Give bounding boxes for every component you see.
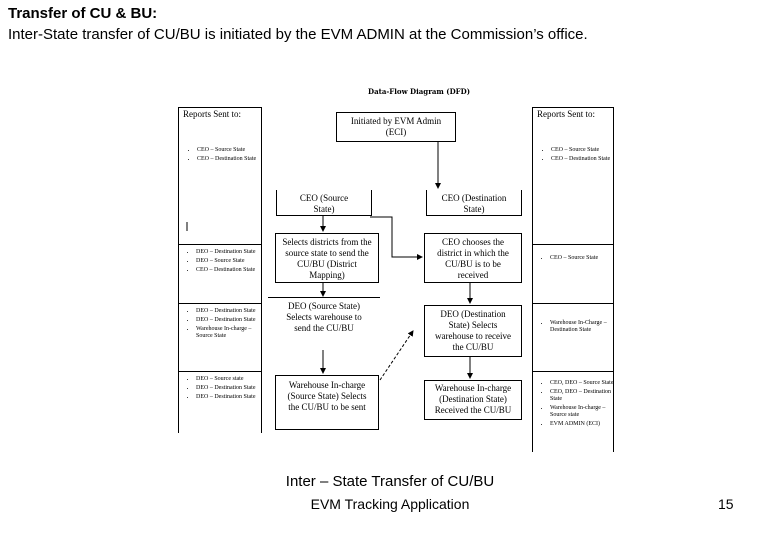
diagram-title: Data-Flow Diagram (DFD) <box>368 87 471 96</box>
left-reports-column: Reports Sent to: CEO – Source State CEO … <box>178 107 262 433</box>
node-deo-destination: DEO (Destination State) Selects warehous… <box>424 305 522 357</box>
left-report-group-4: DEO – Source state DEO – Destination Sta… <box>178 371 262 403</box>
report-item: CEO – Source State <box>197 147 261 154</box>
report-item: CEO – Source State <box>551 147 613 154</box>
node-ceo-source: CEO (Source State) <box>276 190 372 216</box>
report-item: DEO – Destination State <box>196 385 262 392</box>
slide-subtitle: Inter-State transfer of CU/BU is initiat… <box>8 26 588 43</box>
left-report-group-3: DEO – Destination State DEO – Destinatio… <box>178 303 262 342</box>
node-ceo-chooses-district: CEO chooses the district in which the CU… <box>424 233 522 283</box>
node-ceo-destination: CEO (Destination State) <box>426 190 522 216</box>
report-item: CEO – Destination State <box>196 267 262 274</box>
report-item: DEO – Source state <box>196 376 262 383</box>
right-report-group-4: CEO, DEO – Source State CEO, DEO – Desti… <box>532 371 614 430</box>
node-initiated-by-admin: Initiated by EVM Admin (ECI) <box>336 112 456 142</box>
report-item: Warehouse In-charge – Source state <box>550 405 614 419</box>
report-item: DEO – Destination State <box>196 308 262 315</box>
arrow-districts-to-ceo-chooses <box>370 216 423 260</box>
node-deo-source: DEO (Source State) Selects warehouse to … <box>268 297 380 349</box>
report-item: CEO, DEO – Destination State <box>550 389 614 403</box>
report-item: DEO – Destination State <box>196 249 262 256</box>
right-report-group-1: CEO – Source State CEO – Destination Sta… <box>533 147 613 163</box>
right-reports-heading: Reports Sent to: <box>537 109 595 119</box>
report-item: CEO – Source State <box>550 255 614 262</box>
report-item: EVM ADMIN (ECI) <box>550 421 614 428</box>
report-item: CEO – Destination State <box>551 156 613 163</box>
slide-title: Transfer of CU & BU: <box>8 5 158 22</box>
report-item: DEO – Source State <box>196 258 262 265</box>
report-item: CEO, DEO – Source State <box>550 380 614 387</box>
report-item: Warehouse In-charge – Source State <box>196 326 262 340</box>
right-report-group-2: CEO – Source State <box>532 244 614 264</box>
right-report-group-3: Warehouse In-Charge – Destination State <box>532 303 614 336</box>
report-item: CEO – Destination State <box>197 156 261 163</box>
page-number: 15 <box>718 496 734 512</box>
left-report-group-2: DEO – Destination State DEO – Source Sta… <box>178 244 262 276</box>
footer-text: EVM Tracking Application <box>310 496 470 512</box>
report-item: DEO – Destination State <box>196 394 262 401</box>
figure-caption: Inter – State Transfer of CU/BU <box>285 473 495 490</box>
left-reports-heading: Reports Sent to: <box>183 109 241 119</box>
node-warehouse-source: Warehouse In-charge (Source State) Selec… <box>275 375 379 430</box>
node-warehouse-destination: Warehouse In-charge (Destination State) … <box>424 380 522 420</box>
report-item: Warehouse In-Charge – Destination State <box>550 320 614 334</box>
arrow-warehouse-transfer <box>379 330 414 381</box>
node-selects-districts: Selects districts from the source state … <box>275 233 379 283</box>
right-reports-column: Reports Sent to: CEO – Source State CEO … <box>532 107 614 452</box>
report-item: DEO – Destination State <box>196 317 262 324</box>
left-report-group-1: CEO – Source State CEO – Destination Sta… <box>179 147 261 163</box>
